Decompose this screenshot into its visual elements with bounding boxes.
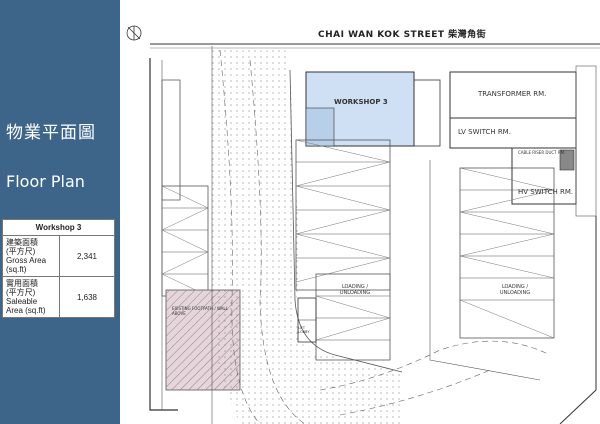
hv-switch-room-label: HV SWITCH RM.	[518, 188, 574, 196]
lv-switch-room-label: LV SWITCH RM.	[458, 128, 511, 136]
area-table: Workshop 3 建築面積 (平方尺) Gross Area (sq.ft)…	[2, 219, 115, 318]
gross-area-label: 建築面積 (平方尺) Gross Area (sq.ft)	[2, 235, 60, 277]
central-parking-bays	[295, 139, 391, 361]
driveway	[212, 46, 400, 424]
right-parking-bays	[459, 167, 555, 339]
table-row: 實用面積 (平方尺) Saleable Area (sq.ft) 1,638	[2, 276, 115, 318]
saleable-area-label-en-unit: Area (sq.ft)	[6, 306, 46, 315]
saleable-area-label: 實用面積 (平方尺) Saleable Area (sq.ft)	[2, 276, 60, 318]
workshop-3-label: WORKSHOP 3	[334, 98, 388, 106]
floor-plan: CHAI WAN KOK STREET 柴灣角街 WORKSHOP 3 TRAN…	[120, 0, 600, 424]
table-row: 建築面積 (平方尺) Gross Area (sq.ft) 2,341	[2, 235, 115, 277]
north-arrow-icon	[126, 25, 142, 41]
cable-duct-label: CABLE RISER DUCT RM.	[518, 150, 566, 155]
gross-area-value: 2,341	[59, 235, 115, 277]
title-english: Floor Plan	[6, 172, 85, 191]
gross-area-label-cn: 建築面積	[6, 238, 38, 247]
left-parking-bays	[161, 185, 209, 297]
loading-area-1-label: LOADING / UNLOADING	[339, 284, 371, 296]
area-table-header: Workshop 3	[2, 219, 115, 236]
lift-lobby-label: LIFT LOBBY	[298, 326, 310, 334]
floor-plan-drawing	[126, 25, 600, 424]
title-chinese: 物業平面圖	[6, 123, 96, 143]
saleable-area-label-unit: (平方尺)	[6, 288, 36, 297]
gross-area-label-en: Gross Area	[6, 256, 47, 265]
sidebar: 物業平面圖 Floor Plan Workshop 3 建築面積 (平方尺) G…	[0, 0, 120, 424]
gross-area-label-unit: (平方尺)	[6, 247, 36, 256]
gross-area-label-en-unit: (sq.ft)	[6, 265, 27, 274]
transformer-room-label: TRANSFORMER RM.	[478, 90, 547, 98]
loading-area-2-label: LOADING / UNLOADING	[499, 284, 531, 296]
existing-footpath-label: EXISTING FOOTPATH / WALL ABOVE	[172, 306, 228, 316]
saleable-area-label-en: Saleable	[6, 297, 38, 306]
saleable-area-value: 1,638	[59, 276, 115, 318]
saleable-area-label-cn: 實用面積	[6, 279, 38, 288]
street-name: CHAI WAN KOK STREET 柴灣角街	[318, 30, 487, 40]
